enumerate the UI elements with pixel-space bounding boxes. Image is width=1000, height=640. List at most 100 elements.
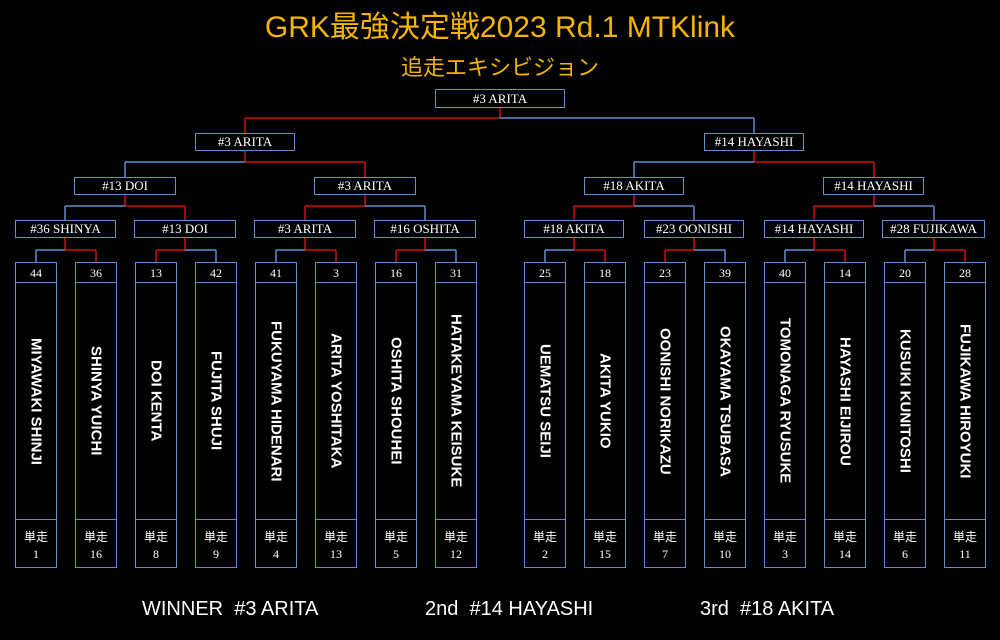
second-place-text: 2nd #14 HAYASHI	[425, 598, 594, 620]
driver-name: OSHITA SHOUHEI	[387, 337, 405, 465]
r16-box: #16 OSHITA	[374, 220, 476, 238]
driver-name: MIYAWAKI SHINJI	[27, 337, 45, 465]
driver-name: HAYASHI EIJIROU	[836, 336, 854, 466]
qualifying-rank: 15	[599, 547, 611, 561]
r16-box: #3 ARITA	[254, 220, 356, 238]
r16-box: #36 SHINYA	[15, 220, 116, 238]
car-number: 41	[256, 263, 296, 283]
qualifying-rank: 12	[450, 547, 462, 561]
driver-name: FUJIKAWA HIROYUKI	[956, 323, 974, 479]
page-title: GRK最強決定戦2023 Rd.1 MTKlink	[264, 11, 736, 44]
car-number: 39	[705, 263, 745, 283]
driver-name: UEMATSU SEIJI	[536, 344, 554, 458]
qualifying-rank: 14	[839, 547, 851, 561]
driver-name: HATAKEYAMA KEISUKE	[447, 314, 465, 488]
qualifying-rank: 7	[662, 547, 668, 561]
qualifying-label: 単走	[23, 530, 48, 544]
quarter-box: #3 ARITA	[314, 177, 416, 195]
quarter-box: #14 HAYASHI	[823, 177, 924, 195]
r16-box: #14 HAYASHI	[764, 220, 864, 238]
qualifying-label: 単走	[712, 530, 737, 544]
car-number: 25	[525, 263, 565, 283]
qualifying-label: 単走	[83, 530, 108, 544]
driver-name: DOI KENTA	[147, 360, 165, 442]
car-number: 18	[585, 263, 625, 283]
driver-name: OKAYAMA TSUBASA	[716, 325, 734, 477]
car-number: 36	[76, 263, 116, 283]
qualifying-rank: 11	[959, 547, 971, 561]
r16-box: #23 OONISHI	[644, 220, 744, 238]
qualifying-rank: 3	[782, 547, 788, 561]
qualifying-rank: 6	[902, 547, 908, 561]
qualifying-rank: 9	[213, 547, 219, 561]
r16-box: #13 DOI	[134, 220, 236, 238]
driver-name: FUJITA SHUJI	[207, 351, 225, 451]
qualifying-label: 単走	[263, 530, 288, 544]
qualifying-label: 単走	[383, 530, 408, 544]
car-number: 40	[765, 263, 805, 283]
qualifying-label: 単走	[832, 530, 857, 544]
car-number: 13	[136, 263, 176, 283]
driver-name: OONISHI NORIKAZU	[656, 327, 674, 475]
car-number: 42	[196, 263, 236, 283]
r16-box: #18 AKITA	[524, 220, 624, 238]
driver-name: KUSUKI KUNITOSHI	[896, 329, 914, 473]
qualifying-rank: 8	[153, 547, 159, 561]
car-number: 3	[316, 263, 356, 283]
qualifying-label: 単走	[443, 530, 468, 544]
page-subtitle: 追走エキシビジョン	[400, 55, 599, 80]
qualifying-rank: 1	[33, 547, 39, 561]
semi-box: #14 HAYASHI	[704, 133, 804, 151]
car-number: 14	[825, 263, 865, 283]
qualifying-label: 単走	[592, 530, 617, 544]
qualifying-label: 単走	[143, 530, 168, 544]
car-number: 20	[885, 263, 925, 283]
qualifying-rank: 4	[273, 547, 279, 561]
qualifying-label: 単走	[652, 530, 677, 544]
r16-box: #28 FUJIKAWA	[882, 220, 985, 238]
driver-name: ARITA YOSHITAKA	[327, 333, 345, 469]
car-number: 31	[436, 263, 476, 283]
car-number: 23	[645, 263, 685, 283]
driver-name: TOMONAGA RYUSUKE	[776, 318, 794, 484]
quarter-box: #18 AKITA	[584, 177, 684, 195]
qualifying-label: 単走	[772, 530, 797, 544]
qualifying-rank: 10	[719, 547, 731, 561]
qualifying-rank: 16	[90, 547, 102, 561]
driver-name: FUKUYAMA HIDENARI	[267, 320, 285, 482]
qualifying-rank: 13	[330, 547, 342, 561]
qualifying-rank: 5	[393, 547, 399, 561]
winner-text: WINNER #3 ARITA	[142, 598, 319, 620]
quarter-box: #13 DOI	[74, 177, 176, 195]
driver-name: AKITA YUKIO	[596, 353, 614, 449]
car-number: 44	[16, 263, 56, 283]
qualifying-label: 単走	[952, 530, 977, 544]
qualifying-label: 単走	[532, 530, 557, 544]
qualifying-label: 単走	[203, 530, 228, 544]
final-winner-box: #3 ARITA	[435, 89, 565, 108]
car-number: 28	[945, 263, 985, 283]
qualifying-label: 単走	[323, 530, 348, 544]
car-number: 16	[376, 263, 416, 283]
qualifying-label: 単走	[892, 530, 917, 544]
qualifying-rank: 2	[542, 547, 548, 561]
driver-name: SHINYA YUICHI	[87, 346, 105, 456]
third-place-text: 3rd #18 AKITA	[700, 598, 835, 620]
semi-box: #3 ARITA	[195, 133, 295, 151]
